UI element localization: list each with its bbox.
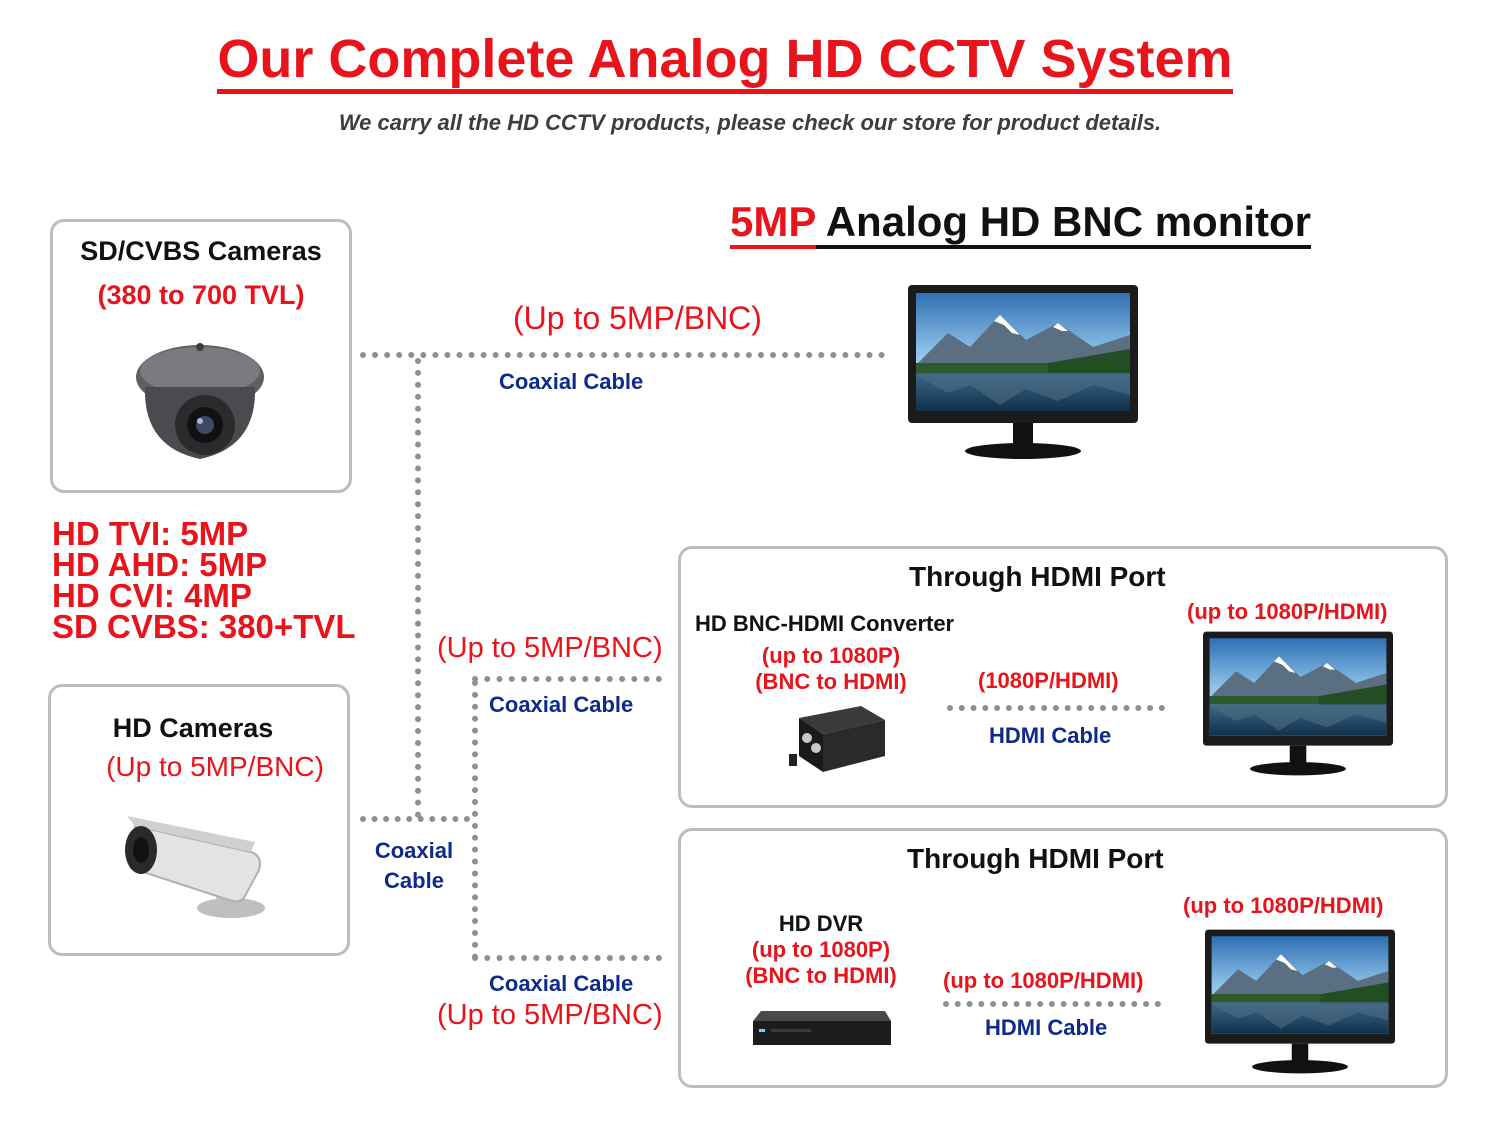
converter-monitor-rate: (up to 1080P/HDMI) [1187,599,1388,624]
sd-cameras-resolution: (380 to 700 TVL) [97,280,305,310]
converter-hdmi-line [947,705,1165,711]
dvr-monitor-icon [1205,929,1395,1079]
converter-coax-label: Coaxial Cable [489,692,634,717]
monitor-link-rate: (Up to 5MP/BNC) [513,300,762,336]
dvr-device-res: (up to 1080P) [751,937,891,962]
format-cvi: HD CVI: 4MP [52,577,252,614]
dvr-box-title: Through HDMI Port [907,843,1164,874]
converter-link-rate: (Up to 5MP/BNC) [437,632,663,664]
hdmi-converter-box: Through HDMI Port HD BNC-HDMI Converter … [678,546,1448,808]
coax-branch-vertical [472,680,478,960]
format-cvbs: SD CVBS: 380+TVL [52,608,356,645]
monitor-cable-label: Coaxial Cable [499,369,644,394]
converter-device-res: (up to 1080P) [761,643,901,668]
dvr-monitor-rate: (up to 1080P/HDMI) [1183,893,1384,918]
coax-line-to-converter [472,676,662,682]
dome-camera-icon [136,343,264,459]
sd-cameras-title: SD/CVBS Cameras [80,236,322,266]
format-tvi: HD TVI: 5MP [52,515,249,552]
dvr-hdmi-rate: (up to 1080P/HDMI) [943,968,1144,993]
page-subtitle: We carry all the HD CCTV products, pleas… [338,110,1162,135]
coax-line-to-monitor [360,352,885,358]
dvr-hdmi-cable-label: HDMI Cable [985,1015,1108,1040]
dvr-icon [753,1011,891,1045]
format-ahd: HD AHD: 5MP [52,546,268,583]
coax-line-to-dvr [472,955,662,961]
converter-monitor-icon [1203,631,1393,781]
page-title: Our Complete Analog HD CCTV System [0,28,1450,94]
dvr-coax-label: Coaxial Cable [489,971,634,996]
dvr-box: Through HDMI Port HD DVR (up to 1080P) (… [678,828,1448,1088]
hd-cameras-title: HD Cameras [112,713,274,743]
bnc-hdmi-converter-icon [789,706,885,772]
coax-line-from-hd-camera [360,816,470,822]
dvr-device-name: HD DVR [778,911,864,936]
monitor-section-title: 5MP Analog HD BNC monitor [730,198,1312,249]
hd-cameras-box: HD Cameras (Up to 5MP/BNC) [48,684,350,956]
coax-trunk-vertical [415,358,421,818]
converter-hdmi-cable-label: HDMI Cable [989,723,1112,748]
converter-box-title: Through HDMI Port [909,561,1166,592]
converter-device-conv: (BNC to HDMI) [755,669,907,694]
dvr-hdmi-line [943,1001,1161,1007]
format-list: HD TVI: 5MP HD AHD: 5MP HD CVI: 4MP SD C… [52,515,356,645]
dvr-link-rate: (Up to 5MP/BNC) [437,999,663,1031]
trunk-cable-label: Coaxial Cable [374,838,454,893]
sd-cameras-box: SD/CVBS Cameras (380 to 700 TVL) [50,219,352,493]
bnc-monitor-icon [908,285,1138,465]
dvr-device-conv: (BNC to HDMI) [745,963,897,988]
converter-device-name: HD BNC-HDMI Converter [695,611,955,636]
bullet-camera-icon [125,816,265,918]
converter-hdmi-rate: (1080P/HDMI) [978,668,1119,693]
hd-cameras-resolution: (Up to 5MP/BNC) [106,751,324,782]
